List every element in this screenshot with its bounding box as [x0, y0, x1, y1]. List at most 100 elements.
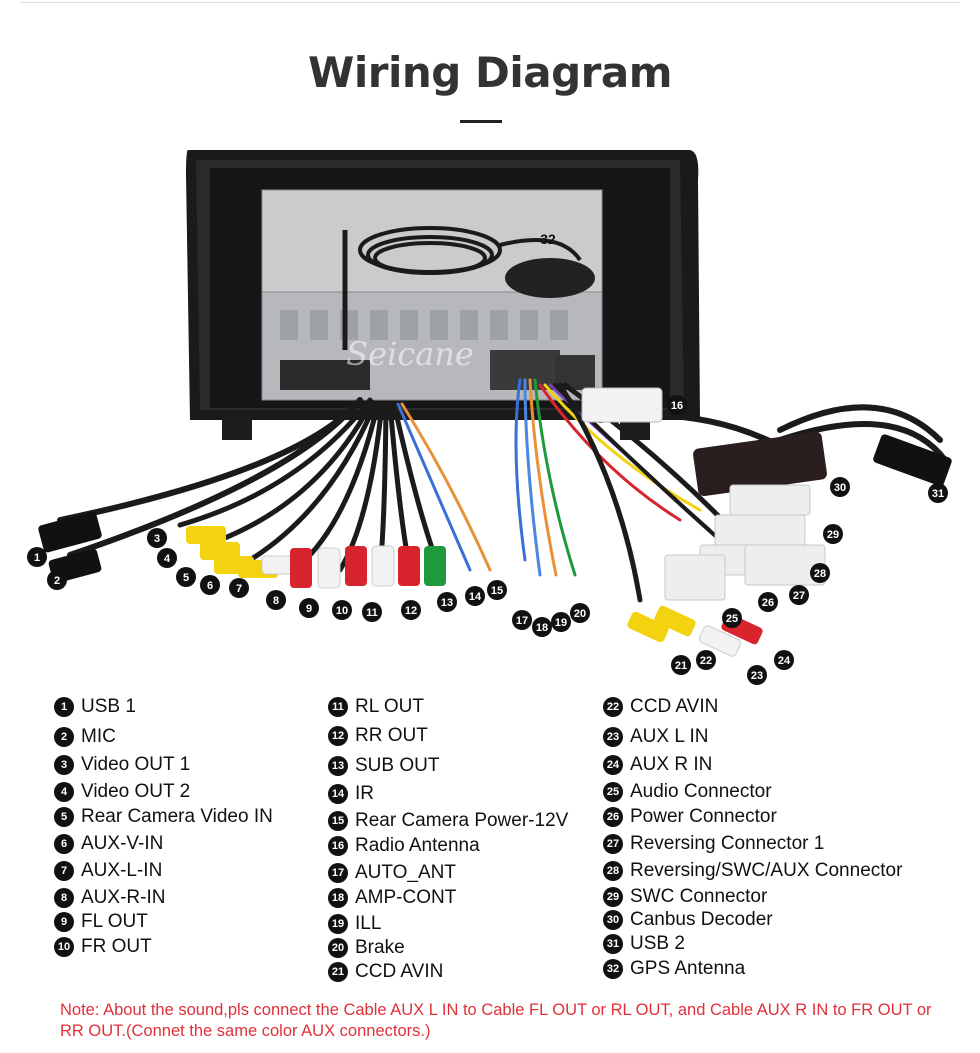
callout-24: 24: [774, 650, 794, 670]
svg-text:22: 22: [700, 655, 712, 667]
callout-7: 7: [229, 578, 249, 598]
callout-29: 29: [823, 524, 843, 544]
callout-21: 21: [671, 655, 691, 675]
svg-text:28: 28: [814, 568, 826, 580]
svg-text:6: 6: [207, 580, 213, 592]
svg-text:24: 24: [778, 655, 791, 667]
top-divider: [20, 2, 960, 3]
svg-text:31: 31: [932, 488, 944, 500]
callout-18: 18: [532, 617, 552, 637]
svg-text:4: 4: [164, 553, 171, 565]
svg-text:17: 17: [516, 615, 528, 627]
svg-text:5: 5: [183, 572, 189, 584]
left-cables: [57, 397, 492, 573]
svg-text:30: 30: [834, 482, 846, 494]
callout-23: 23: [747, 665, 767, 685]
svg-text:2: 2: [54, 575, 60, 587]
callout-32: 32: [540, 231, 556, 247]
svg-text:15: 15: [491, 585, 503, 597]
callout-31: 31: [928, 483, 948, 503]
white-connectors: [664, 484, 826, 601]
svg-text:10: 10: [336, 605, 348, 617]
svg-text:9: 9: [306, 603, 312, 615]
callout-10: 10: [332, 600, 352, 620]
svg-text:32: 32: [540, 231, 556, 247]
svg-text:11: 11: [366, 607, 378, 619]
svg-text:8: 8: [273, 595, 279, 607]
callout-13: 13: [437, 592, 457, 612]
callout-27: 27: [789, 585, 809, 605]
gps-antenna: [358, 226, 582, 275]
callout-19: 19: [551, 612, 571, 632]
callout-14: 14: [465, 586, 485, 606]
wiring-photo: Seicane 1 2 3 4 5 6 7 8 9 10 11 12 13 14…: [27, 150, 952, 685]
callout-1: 1: [27, 547, 47, 567]
page-title: Wiring Diagram: [308, 48, 672, 97]
callout-2: 2: [47, 570, 67, 590]
metal-chassis: [261, 189, 603, 401]
svg-text:7: 7: [236, 583, 242, 595]
svg-text:3: 3: [154, 533, 160, 545]
callout-17: 17: [512, 610, 532, 630]
svg-text:12: 12: [405, 605, 417, 617]
svg-text:26: 26: [762, 597, 774, 609]
svg-text:19: 19: [555, 617, 567, 629]
svg-text:27: 27: [793, 590, 805, 602]
svg-text:25: 25: [726, 613, 738, 625]
svg-text:13: 13: [441, 597, 453, 609]
callout-4: 4: [157, 548, 177, 568]
sound-note: Note: About the sound,pls connect the Ca…: [60, 1001, 932, 1040]
callout-25: 25: [722, 608, 742, 628]
callout-3: 3: [147, 528, 167, 548]
svg-text:23: 23: [751, 670, 763, 682]
svg-text:29: 29: [827, 529, 839, 541]
callout-5: 5: [176, 567, 196, 587]
rca-connectors: [186, 526, 446, 589]
callout-12: 12: [401, 600, 421, 620]
svg-text:21: 21: [675, 660, 687, 672]
callout-15: 15: [487, 580, 507, 600]
svg-text:16: 16: [671, 400, 683, 412]
svg-text:20: 20: [574, 608, 586, 620]
callout-9: 9: [299, 598, 319, 618]
callout-11: 11: [362, 602, 382, 622]
callout-20: 20: [570, 603, 590, 623]
callout-badges: 1 2 3 4 5 6 7 8 9 10 11 12 13 14 15 16 1…: [27, 231, 948, 685]
callout-8: 8: [266, 590, 286, 610]
svg-text:14: 14: [469, 591, 482, 603]
title-underline: [460, 120, 502, 123]
svg-text:18: 18: [536, 622, 548, 634]
